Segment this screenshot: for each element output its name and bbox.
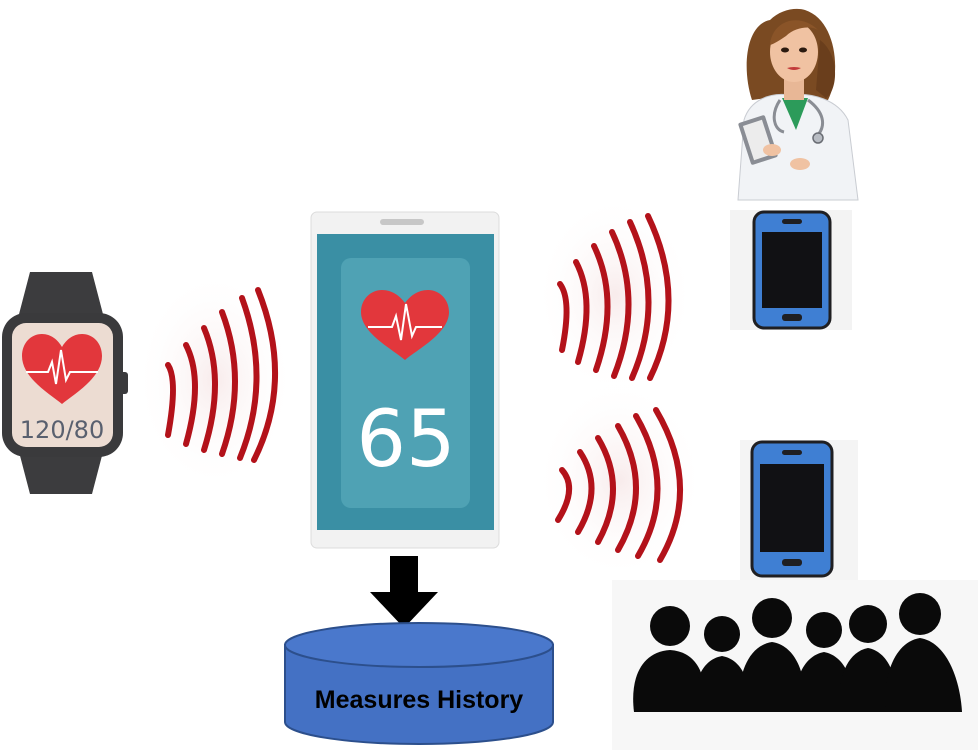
central-phone: 65 (310, 211, 500, 549)
database-label: Measures History (315, 686, 524, 714)
measures-history-database: Measures History (284, 622, 554, 745)
phone-heart-icon (361, 290, 449, 360)
watch-strap-top (18, 272, 104, 318)
watch-heart-icon (22, 334, 102, 404)
down-arrow (370, 556, 438, 628)
doctor-phone-screen (762, 232, 822, 308)
database-top (284, 622, 554, 668)
smartwatch: 120/80 (2, 272, 128, 494)
watch-ecg-line (26, 349, 98, 385)
signal-waves-watch (135, 270, 295, 490)
database-body (284, 644, 554, 745)
signal-waves-family (535, 380, 705, 580)
doctor-smartphone (730, 210, 852, 330)
doctor-figure (737, 8, 859, 201)
family-phone-screen (760, 464, 824, 552)
signal-waves-doctor (535, 195, 695, 395)
phone-ecg-line (368, 303, 442, 341)
family-silhouettes (612, 580, 978, 750)
watch-crown (119, 372, 128, 394)
watch-reading: 120/80 (20, 416, 104, 444)
watch-strap-bottom (18, 448, 104, 494)
phone-speaker (380, 219, 424, 225)
heart-rate-value: 65 (356, 395, 455, 485)
family-smartphone (740, 440, 858, 580)
